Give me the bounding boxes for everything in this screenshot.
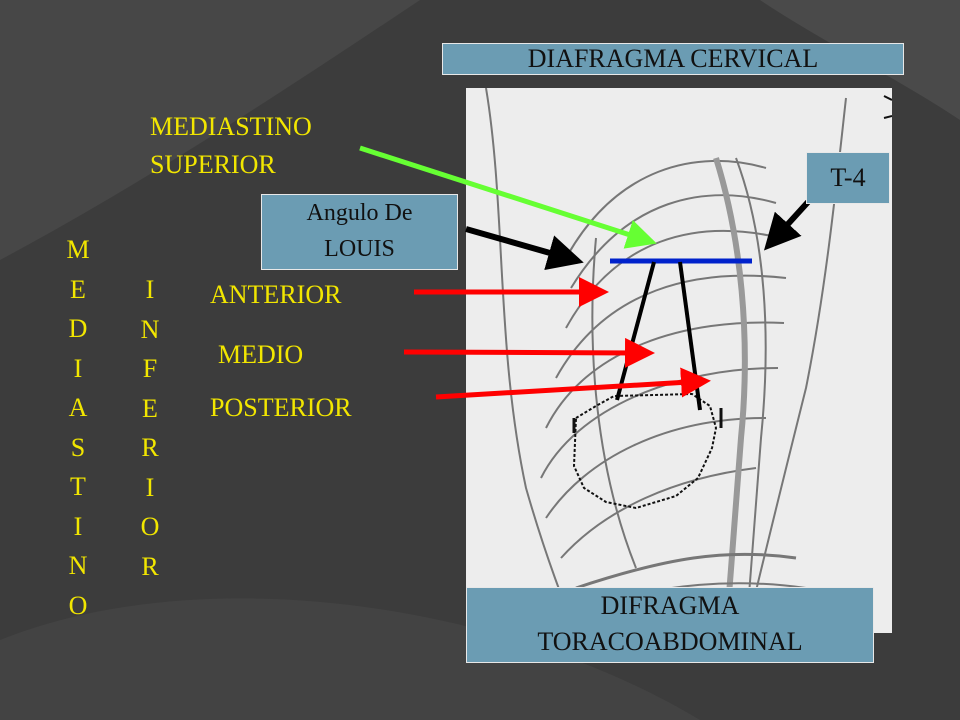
inferior-letter: E xyxy=(142,393,158,423)
diafragma-cervical-label: DIAFRAGMA CERVICAL xyxy=(442,43,904,75)
mediastino-letter: N xyxy=(68,551,88,580)
inferior-vertical-label: I N F E R I O R xyxy=(136,270,164,586)
difragma-line2: TORACOABDOMINAL xyxy=(537,627,803,656)
t4-label: T-4 xyxy=(806,152,890,204)
heart-outline xyxy=(572,392,718,510)
arrow-mediastino-superior xyxy=(359,145,657,249)
difragma-toracoabdominal-label: DIFRAGMA TORACOABDOMINAL xyxy=(466,587,874,663)
inferior-letter: I xyxy=(145,472,155,502)
mediastino-superior-label: MEDIASTINO SUPERIOR xyxy=(150,108,312,184)
inferior-letter: N xyxy=(140,314,160,344)
inferior-letter: I xyxy=(145,275,155,304)
angulo-de-louis-label: Angulo De LOUIS xyxy=(261,194,458,270)
posterior-label: POSTERIOR xyxy=(210,393,352,422)
difragma-line1: DIFRAGMA xyxy=(600,591,740,620)
mediastino-letter: D xyxy=(68,314,88,343)
pericardium-posterior-line xyxy=(678,261,702,411)
arrow-t4 xyxy=(763,199,811,251)
mediastino-letter: T xyxy=(70,472,86,501)
mediastino-letter: A xyxy=(68,393,88,422)
mediastino-vertical-label: M E D I A S T I N O xyxy=(64,230,92,625)
mediastino-superior-line2: SUPERIOR xyxy=(150,150,276,179)
mediastino-letter: E xyxy=(70,274,86,304)
arrow-angulo-de-louis xyxy=(465,226,584,271)
inferior-letter: R xyxy=(141,433,159,462)
angulo-de-louis-line2: LOUIS xyxy=(324,236,395,262)
angulo-de-louis-line1: Angulo De xyxy=(306,200,413,226)
pericardium-anterior-line xyxy=(615,261,656,401)
mediastino-letter: I xyxy=(73,511,83,541)
inferior-letter: O xyxy=(140,512,160,541)
inferior-letter: F xyxy=(142,354,158,383)
arrow-posterior xyxy=(435,367,711,400)
mediastino-letter: S xyxy=(70,432,86,462)
inferior-letter: R xyxy=(141,551,159,581)
mediastino-letter: O xyxy=(68,590,88,620)
medio-label: MEDIO xyxy=(218,340,304,369)
mediastino-superior-line1: MEDIASTINO xyxy=(150,112,312,141)
mediastino-letter: M xyxy=(66,235,90,264)
mediastino-letter: I xyxy=(73,353,83,383)
anterior-label: ANTERIOR xyxy=(210,280,342,309)
arrow-medio xyxy=(403,337,655,368)
